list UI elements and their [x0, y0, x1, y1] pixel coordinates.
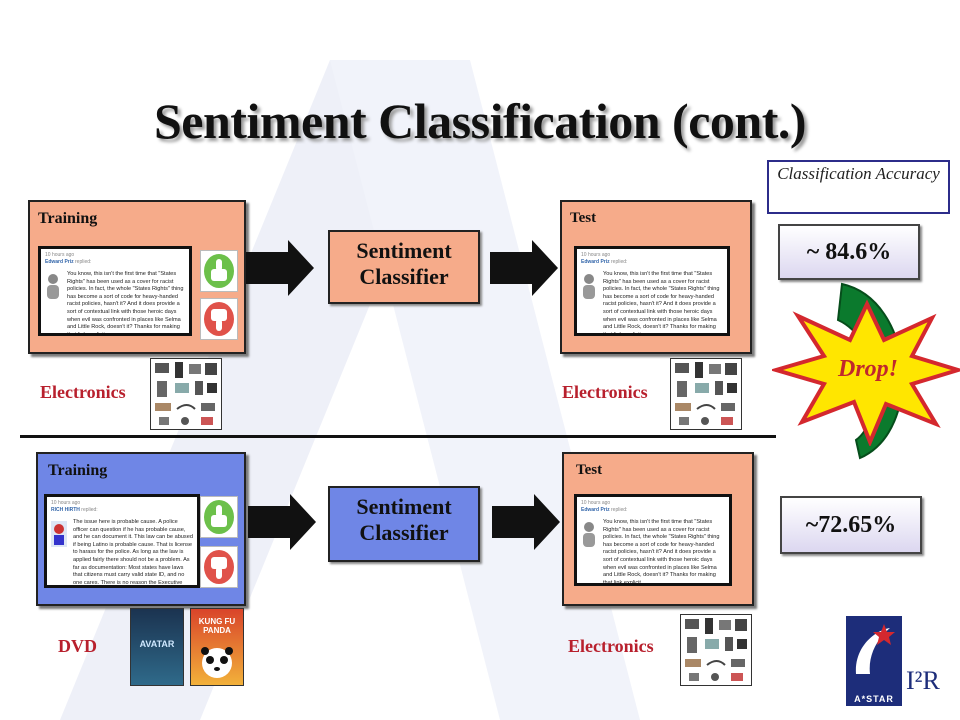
user-avatar-icon [583, 274, 595, 299]
thumbs-up-icon [200, 496, 238, 538]
post-text: The issue here is probable cause. A poli… [73, 519, 193, 586]
astar-logo-text: A*STAR [854, 694, 894, 704]
thumbs-down-icon [200, 546, 238, 588]
classifier-line-2: Classifier [359, 264, 449, 289]
user-avatar-icon [583, 522, 595, 547]
test-domain-label: Electronics [568, 636, 654, 656]
arrow-icon [490, 240, 558, 296]
arrow-icon [492, 494, 560, 550]
training-label: Training [48, 462, 108, 479]
classifier-line-1: Sentiment [356, 494, 452, 519]
training-label: Training [38, 210, 98, 227]
post-text: You know, this isn't the first time that… [603, 519, 720, 586]
thumbs-down-icon [200, 298, 238, 340]
classifier-line-2: Classifier [359, 520, 449, 545]
test-label: Test [570, 210, 597, 226]
user-avatar-icon [51, 521, 67, 547]
electronics-products-icon [670, 358, 742, 430]
sentiment-classifier-box: Sentiment Classifier [328, 486, 480, 562]
slide-title: Sentiment Classification (cont.) [154, 93, 807, 149]
user-avatar-icon [47, 274, 59, 299]
arrow-icon [248, 494, 316, 550]
classifier-line-1: Sentiment [356, 238, 452, 263]
dvd-cover-kungfu-panda: KUNG FU PANDA [190, 608, 244, 686]
drop-burst-icon [772, 299, 960, 446]
training-domain-label: DVD [58, 636, 97, 656]
panda-icon [201, 647, 233, 678]
astar-logo: A*STAR [846, 616, 902, 706]
accuracy-value-bottom: ~72.65% [780, 496, 922, 554]
training-domain-label: Electronics [40, 382, 126, 402]
dvd-cover-avatar: AVATAR [130, 608, 184, 686]
post-text: You know, this isn't the first time that… [67, 271, 184, 336]
sentiment-classifier-box: Sentiment Classifier [328, 230, 480, 304]
thumbs-up-icon [200, 250, 238, 292]
row-divider [20, 435, 776, 438]
test-domain-label: Electronics [562, 382, 648, 402]
test-label: Test [576, 462, 603, 478]
post-text: You know, this isn't the first time that… [603, 271, 720, 336]
drop-label: Drop! [837, 356, 898, 382]
electronics-products-icon [680, 614, 752, 686]
accuracy-header: Classification Accuracy [767, 160, 950, 214]
accuracy-value-top: ~ 84.6% [778, 224, 920, 280]
i2r-logo: I²R [906, 666, 940, 695]
electronics-products-icon [150, 358, 222, 430]
astar-logo-icon [855, 624, 895, 674]
arrow-icon [246, 240, 314, 296]
